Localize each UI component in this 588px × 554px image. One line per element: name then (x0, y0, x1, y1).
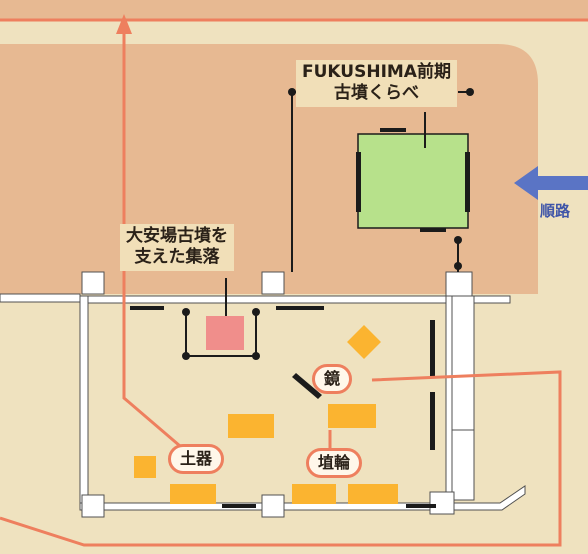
exit-arrow-head (116, 14, 132, 34)
settlement-display-box (206, 316, 244, 350)
settlement-label-line2: 支えた集落 (134, 247, 220, 268)
pottery-tag: 土器 (168, 444, 225, 474)
top-zone-strip (0, 0, 588, 20)
route-label: 順路 (540, 202, 571, 220)
fukushima-label-line1: FUKUSHIMA前期 (302, 62, 451, 82)
route-lines (0, 28, 562, 547)
exhibit-items (134, 325, 398, 504)
haniwa-tag: 埴輪 (306, 448, 363, 478)
settlement-label-line1: 大安場古墳を (126, 226, 228, 246)
route-arrow-icon (514, 166, 588, 200)
partitions (130, 306, 436, 508)
fukushima-label: FUKUSHIMA前期 古墳くらべ (296, 60, 457, 107)
settlement-label: 大安場古墳を 支えた集落 (120, 224, 234, 271)
hall-walls (0, 271, 526, 518)
mirror-tag: 鏡 (312, 364, 353, 394)
fukushima-display-box (357, 133, 469, 229)
fukushima-label-line2: 古墳くらべ (333, 83, 419, 104)
leader-dots (182, 88, 474, 360)
